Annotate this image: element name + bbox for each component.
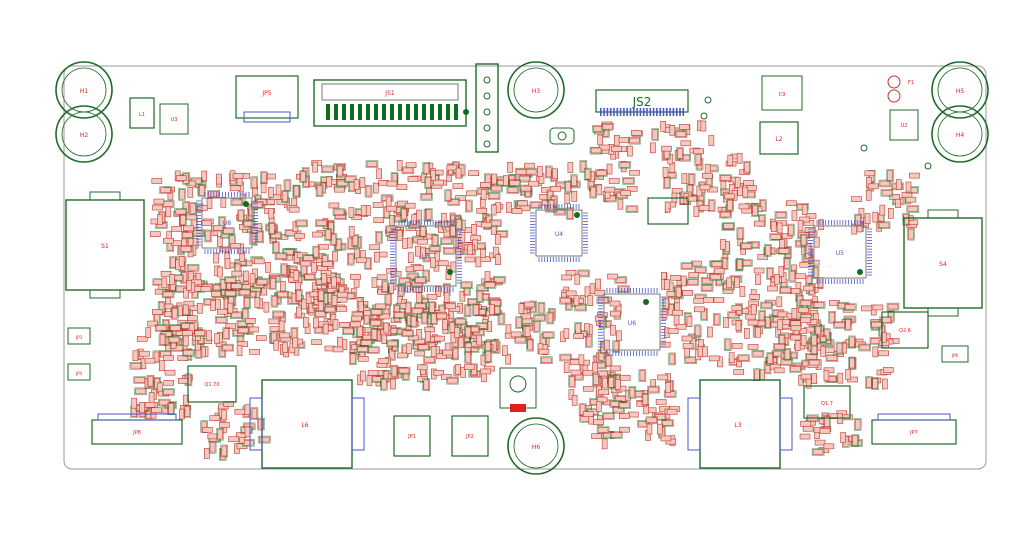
- header-jp6: JP6: [941, 345, 969, 363]
- component-label: Q1.7: [821, 401, 833, 407]
- ic-label: U4: [555, 231, 563, 238]
- mounting-hole-h2: H2: [55, 105, 113, 163]
- component-label: Q2.6: [899, 328, 911, 334]
- capacitor-c9: C9: [761, 75, 803, 111]
- mounting-hole-h4: H4: [931, 105, 989, 163]
- fuse-f1: F1: [887, 75, 914, 103]
- component-label: S4: [939, 261, 947, 268]
- component-u3: U3: [159, 103, 189, 135]
- hole-label: H2: [80, 132, 89, 139]
- hole-label: H3: [532, 88, 541, 95]
- hole-label: H1: [80, 88, 89, 95]
- component-label: JP4: [75, 371, 83, 376]
- transistor-q1-7: Q1.7: [803, 385, 851, 419]
- hole-label: H5: [956, 88, 965, 95]
- component-s1: S1: [65, 191, 145, 299]
- connector-label: JP2: [465, 434, 474, 440]
- component-label: L1: [139, 112, 145, 118]
- component-label: U2: [901, 123, 908, 129]
- connector-js2: JS2: [595, 89, 689, 116]
- mounting-hole-h3: H3: [507, 61, 565, 119]
- ic-label: U5: [836, 250, 844, 257]
- component-label: JP6: [951, 353, 959, 358]
- via: [700, 112, 708, 120]
- mounting-hole-h6: H6: [507, 417, 565, 475]
- inductor-l7: L7: [647, 197, 689, 225]
- transistor-q2-6: Q2.6: [881, 311, 929, 349]
- ic-u5-left: U5: [390, 220, 462, 292]
- inductor-l1: L1: [129, 97, 155, 129]
- component-label: L2: [775, 136, 782, 143]
- ic-label: U6: [628, 320, 636, 327]
- hole-label: H6: [532, 444, 541, 451]
- connector-jp8: JP8: [91, 413, 183, 445]
- connector-jp5: JP5: [235, 75, 299, 123]
- via: [924, 162, 932, 170]
- mounting-hole-h5: H5: [931, 61, 989, 119]
- hole-label: H4: [956, 132, 965, 139]
- connector-jp2: JP2: [451, 415, 489, 457]
- connector-label: JP8: [132, 430, 141, 436]
- connector-label: JP1: [407, 434, 416, 440]
- component-u2: U2: [889, 109, 919, 141]
- ic-u6: U6: [598, 288, 666, 356]
- ic-label: U5: [422, 253, 430, 260]
- component-label: C9: [779, 92, 786, 98]
- component-label: JP3: [75, 335, 83, 340]
- component-label: Q1.70: [204, 382, 219, 388]
- connector-js1: JS1: [313, 79, 469, 127]
- header-jp4: JP4: [67, 363, 91, 381]
- connector-label: JS2: [632, 95, 652, 109]
- component-label: L6: [301, 422, 308, 429]
- ic-label: U8: [223, 220, 231, 227]
- connector-header-vertical: [475, 63, 499, 153]
- board-outline: [63, 65, 987, 470]
- connector-label: JP7: [909, 430, 918, 436]
- transistor-q1-70: Q1.70: [187, 365, 237, 403]
- component-label: L7: [664, 208, 671, 215]
- passive-components: [129, 120, 920, 461]
- component-label: S1: [101, 243, 109, 250]
- component-label: L3: [734, 422, 741, 429]
- via: [860, 144, 868, 152]
- via: [704, 96, 712, 104]
- crystal-d1: [549, 127, 575, 145]
- test-point: [499, 367, 537, 412]
- ic-u5-right: U5: [808, 220, 872, 284]
- ic-u8: U8: [196, 192, 258, 254]
- inductor-l6: L6: [249, 379, 365, 469]
- connector-label: JS1: [384, 90, 395, 97]
- inductor-l3: L3: [687, 379, 793, 469]
- connector-jp7: JP7: [871, 413, 957, 445]
- inductor-l2: L2: [759, 121, 799, 155]
- connector-label: JP5: [261, 90, 271, 97]
- component-label: F1: [908, 80, 914, 86]
- header-jp3: JP3: [67, 327, 91, 345]
- component-label: U3: [171, 117, 178, 123]
- connector-jp1: JP1: [393, 415, 431, 457]
- ic-u4: U4: [530, 204, 588, 262]
